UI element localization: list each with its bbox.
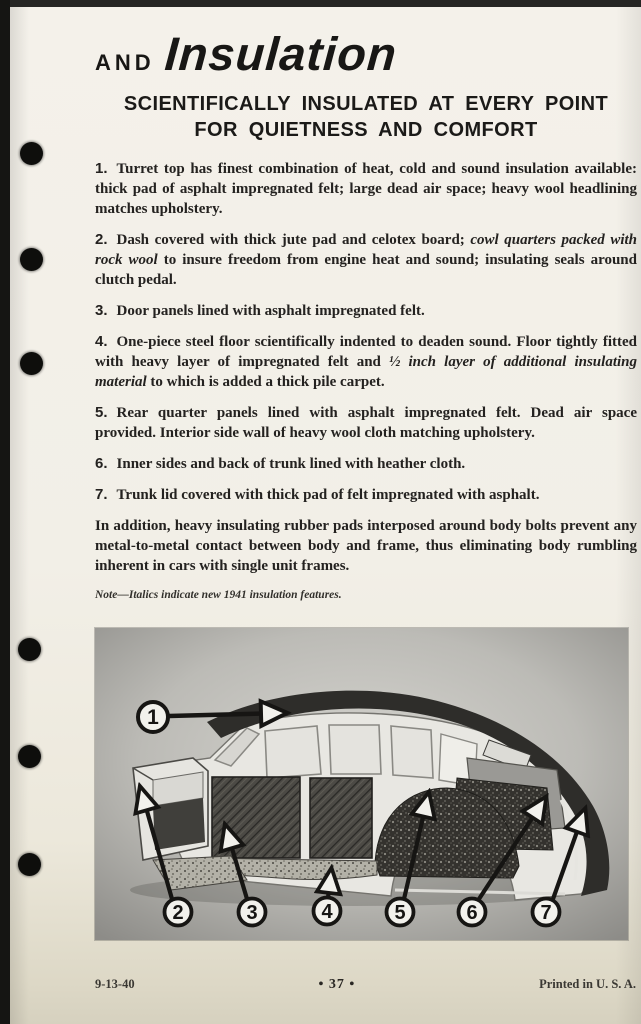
point-number: 1. xyxy=(95,160,108,177)
insulation-point-7: 7. Trunk lid covered with thick pad of fe… xyxy=(95,485,637,505)
punch-hole xyxy=(20,352,43,375)
callout-1-number: 1 xyxy=(147,706,159,729)
punch-hole xyxy=(20,248,43,271)
insulation-cutaway-figure: 1 2 3 4 5 xyxy=(94,627,629,941)
callout-2: 2 xyxy=(141,790,194,928)
quarter-window xyxy=(390,725,434,779)
point-text: Trunk lid covered with thick pad of felt… xyxy=(116,487,540,503)
subtitle-line-2: FOR QUIETNESS AND COMFORT xyxy=(194,119,538,141)
front-door-window xyxy=(264,725,322,779)
footer-printed-in: Printed in U. S. A. xyxy=(539,977,636,991)
insulation-points-list: 1.Turret top has finest combination of h… xyxy=(95,159,637,601)
punch-hole xyxy=(18,638,41,661)
front-door-insulation-panel xyxy=(211,776,301,859)
title-kicker: AND xyxy=(95,50,155,75)
point-number: 6. xyxy=(95,455,108,472)
insulation-point-6: 6. Inner sides and back of trunk lined wi… xyxy=(95,454,637,474)
callout-5: 5 xyxy=(384,796,429,928)
cowl-rock-wool-fill xyxy=(153,798,205,850)
roof-insulation-band xyxy=(207,690,610,896)
page-title: AND Insulation xyxy=(95,26,637,81)
point-text: Dash covered with thick jute pad and cel… xyxy=(116,232,471,248)
point-number: 7. xyxy=(95,486,108,503)
page-subtitle: SCIENTIFICALLY INSULATED AT EVERY POINT … xyxy=(95,91,637,143)
point-number: 3. xyxy=(95,302,108,319)
callout-6-number: 6 xyxy=(466,902,477,924)
insulation-point-4: 4.One-piece steel floor scientifically i… xyxy=(95,332,637,392)
callout-1: 1 xyxy=(136,702,283,734)
callout-3: 3 xyxy=(226,828,268,928)
page-number: • 37 • xyxy=(318,977,356,992)
callout-6: 6 xyxy=(456,800,545,928)
punch-hole xyxy=(18,853,41,876)
punch-hole xyxy=(20,142,43,165)
point-text-post: to which is added a thick pile carpet. xyxy=(146,374,385,390)
subtitle-line-1: SCIENTIFICALLY INSULATED AT EVERY POINT xyxy=(123,93,609,115)
callout-2-number: 2 xyxy=(172,902,183,924)
callout-5-number: 5 xyxy=(394,902,405,924)
title-main: Insulation xyxy=(162,27,399,80)
point-text-italic: ½ inch layer of additional insulating ma… xyxy=(95,354,637,390)
point-number: 2. xyxy=(95,231,108,248)
callout-3-number: 3 xyxy=(246,902,257,924)
page-content: AND Insulation SCIENTIFICALLY INSULATED A… xyxy=(95,0,637,601)
point-text-italic: cowl quarters packed with rock wool xyxy=(95,232,637,268)
callout-7: 7 xyxy=(530,812,585,928)
insulation-point-3: 3. Door panels lined with asphalt impregn… xyxy=(95,301,637,321)
callout-4: 4 xyxy=(311,872,341,927)
point-text: One-piece steel floor scientifically ind… xyxy=(95,334,637,370)
point-text-post: to insure freedom from engine heat and s… xyxy=(95,252,637,288)
punch-hole xyxy=(18,745,41,768)
cutaway-car-svg: 1 2 3 4 5 xyxy=(95,628,628,940)
point-text: Door panels lined with asphalt impregnat… xyxy=(116,303,425,319)
insulation-point-2: 2. Dash covered with thick jute pad and c… xyxy=(95,230,637,290)
bumper-highlight xyxy=(394,888,566,896)
insulation-point-1: 1.Turret top has finest combination of h… xyxy=(95,159,637,219)
footer-form-number: 9-13-40 xyxy=(95,977,135,991)
point-number: 5. xyxy=(95,404,108,421)
footnote: Note—Italics indicate new 1941 insulatio… xyxy=(95,589,342,601)
cowl-box-edge xyxy=(132,767,154,781)
closing-paragraph: In addition, heavy insulating rubber pad… xyxy=(95,518,637,574)
page-footer: 9-13-40 • 37 • Printed in U. S. A. xyxy=(95,977,636,993)
point-text: Turret top has finest combination of hea… xyxy=(95,161,637,217)
point-number: 4. xyxy=(95,333,108,350)
rear-door-window xyxy=(328,724,382,775)
insulation-point-5: 5.Rear quarter panels lined with asphalt… xyxy=(95,403,637,443)
callout-7-number: 7 xyxy=(540,902,551,924)
scanned-page: AND Insulation SCIENTIFICALLY INSULATED A… xyxy=(10,0,641,1024)
callout-4-number: 4 xyxy=(321,901,333,923)
point-text: Rear quarter panels lined with asphalt i… xyxy=(95,405,637,441)
binding-edge xyxy=(0,0,10,1024)
windshield xyxy=(213,727,261,767)
rear-door-insulation-panel xyxy=(309,777,373,859)
page-top-edge xyxy=(0,0,641,7)
point-text: Inner sides and back of trunk lined with… xyxy=(116,456,466,472)
